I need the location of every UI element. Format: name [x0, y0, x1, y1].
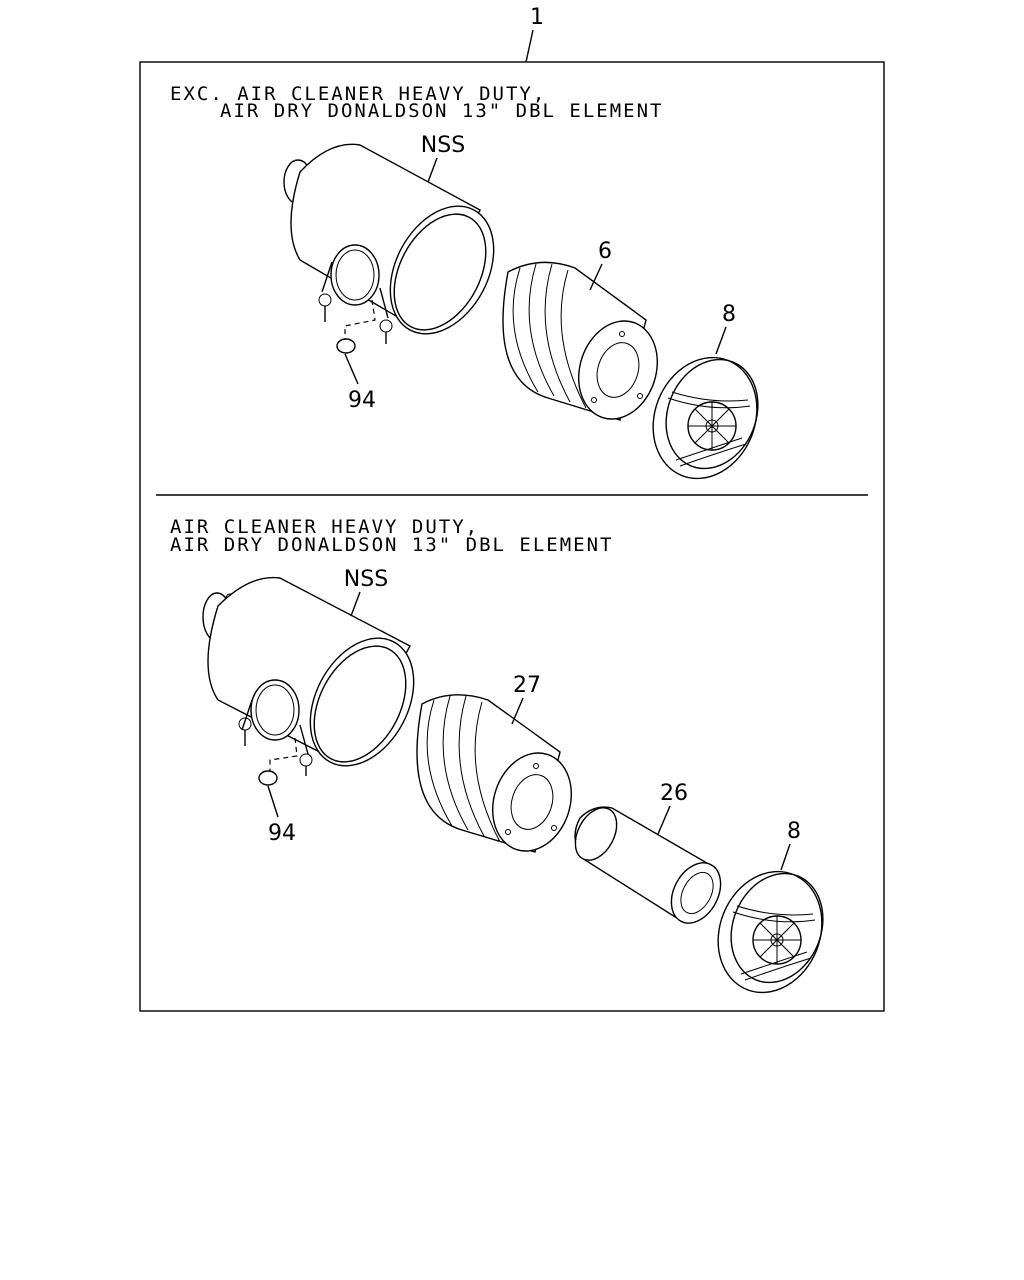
assembly-leader-line: [525, 29, 534, 63]
section2-inner-element-label: 26: [660, 781, 688, 806]
section1-clamp-bolt-label: 94: [348, 388, 376, 413]
diagram-frame: [139, 61, 885, 1012]
assembly-ref-number: 1: [530, 5, 544, 30]
section1-housing-label: NSS: [421, 133, 465, 158]
section1-cover-label: 8: [722, 302, 736, 327]
section2-housing-label: NSS: [344, 567, 388, 592]
section2-element-label: 27: [513, 673, 541, 698]
section2-caption-line1: AIR CLEANER HEAVY DUTY,: [170, 516, 479, 538]
section1-caption-line2: AIR DRY DONALDSON 13" DBL ELEMENT: [220, 100, 664, 122]
section1-caption-line1: EXC. AIR CLEANER HEAVY DUTY,: [170, 83, 546, 105]
section2-caption-line2: AIR DRY DONALDSON 13" DBL ELEMENT: [170, 534, 614, 556]
section2-end-cover: [717, 870, 824, 994]
section2-inner-element: [574, 806, 722, 924]
section1-housing: [283, 143, 495, 354]
section1-element-label: 6: [598, 239, 612, 264]
section-heavy-duty: AIR CLEANER HEAVY DUTY, AIR DRY DONALDSO…: [170, 516, 824, 994]
section1-end-cover: [652, 356, 759, 480]
section2-clamp-bolt-label: 94: [268, 821, 296, 846]
section2-cover-label: 8: [787, 819, 801, 844]
section-exc-heavy-duty: EXC. AIR CLEANER HEAVY DUTY, AIR DRY DON…: [170, 83, 759, 480]
section2-primary-element: [416, 694, 573, 853]
section1-primary-element: [502, 261, 659, 421]
section2-housing: [202, 576, 415, 786]
